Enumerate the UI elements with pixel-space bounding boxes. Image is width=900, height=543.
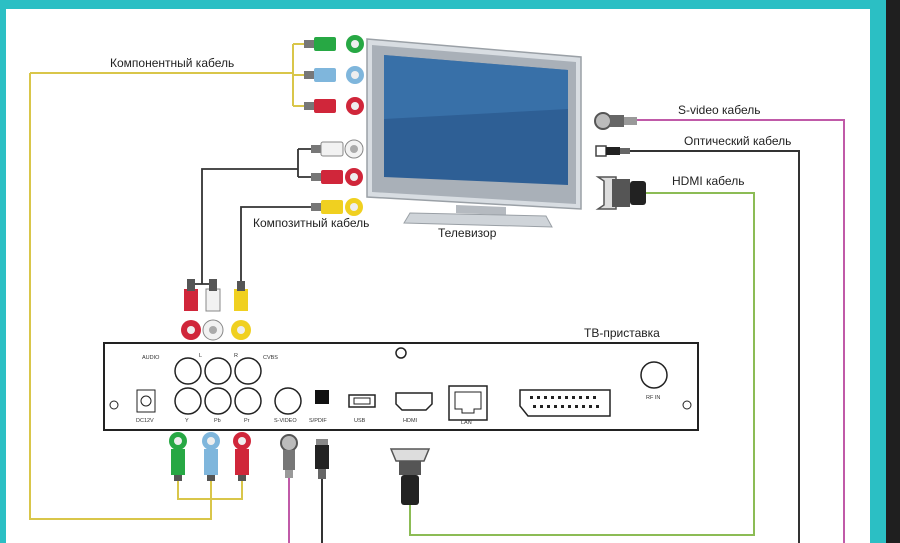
box-optical-plug (315, 439, 329, 479)
box-component-plugs (169, 432, 251, 481)
diagram-canvas: AUDIO L R CVBS DC12V Y Pb Pr S-VIDEO S/P… (6, 9, 870, 543)
set-top-box-panel (103, 342, 699, 431)
box-audio-plugs (181, 279, 224, 341)
set-top-box-label: ТВ-приставка (584, 326, 660, 340)
hdmi-wire (409, 192, 755, 536)
composite-wire (240, 206, 311, 289)
optical-wire-right (630, 150, 800, 543)
component-wire-branch (292, 43, 304, 107)
tv-component-plugs (304, 35, 364, 115)
optical-connector (595, 145, 630, 157)
panel-label-rfin: RF IN (646, 395, 660, 401)
hdmi-cable-label: HDMI кабель (672, 174, 744, 188)
tv-label: Телевизор (438, 226, 497, 240)
panel-label-spdif: S/PDIF (309, 418, 327, 424)
panel-label-pr: Pr (244, 418, 250, 424)
panel-label-y: Y (185, 418, 189, 424)
panel-label-lan: LAN (461, 420, 472, 426)
panel-label-usb: USB (354, 418, 366, 424)
panel-label-r: R (234, 353, 238, 359)
component-cable-label: Компонентный кабель (110, 56, 234, 70)
optical-cable-label: Оптический кабель (684, 134, 791, 148)
svideo-connector (594, 112, 637, 130)
panel-label-dc: DC12V (136, 418, 154, 424)
svideo-wire-right (637, 119, 845, 543)
tv-composite-plug (311, 198, 363, 216)
panel-label-cvbs: CVBS (263, 355, 278, 361)
box-hdmi-plug (389, 448, 431, 505)
hdmi-connector-tv (595, 176, 646, 210)
box-composite-plug (231, 281, 251, 340)
component-wire-left (29, 73, 212, 520)
component-wire-bottom-branch (177, 479, 243, 500)
panel-label-pb: Pb (214, 418, 221, 424)
panel-label-hdmi: HDMI (403, 418, 418, 424)
audio-wire (190, 148, 311, 285)
box-svideo-plug (280, 434, 298, 478)
svideo-cable-label: S-video кабель (678, 103, 760, 117)
tv-set (366, 38, 582, 228)
panel-label-audio: AUDIO (142, 355, 160, 361)
panel-label-svideo: S-VIDEO (274, 418, 297, 424)
tv-audio-plugs (311, 139, 364, 186)
composite-cable-label: Композитный кабель (253, 216, 369, 230)
connection-diagram: AUDIO L R CVBS DC12V Y Pb Pr S-VIDEO S/P… (29, 35, 845, 543)
panel-label-l: L (199, 353, 202, 359)
